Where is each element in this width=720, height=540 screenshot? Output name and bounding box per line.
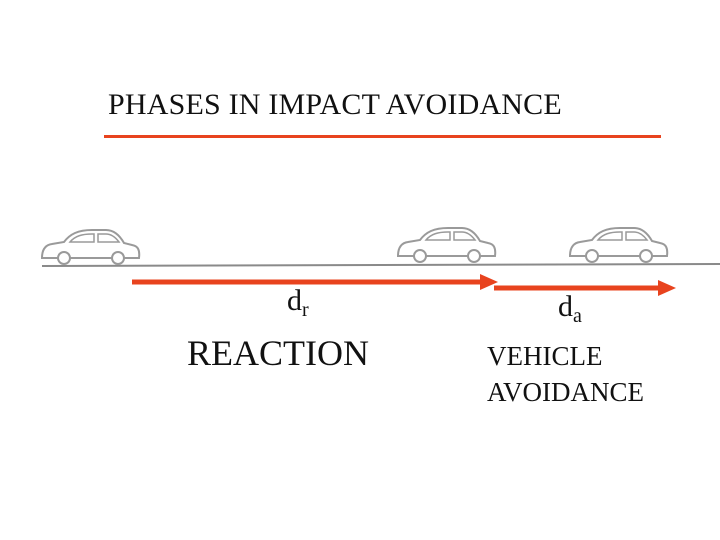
avoidance-phase-line1: VEHICLE [487,341,603,371]
avoidance-distance-subscript: a [573,305,582,327]
reaction-phase-label: REACTION [187,333,369,373]
reaction-distance-label: dr [287,284,309,322]
road-line [41,263,720,267]
reaction-distance-subscript: r [302,299,309,321]
avoidance-distance-arrow [494,280,676,296]
reaction-distance-symbol: d [287,284,302,317]
avoidance-distance-symbol: d [558,290,573,323]
diagram-title: PHASES IN IMPACT AVOIDANCE [108,88,562,121]
reaction-distance-arrow [132,274,498,290]
avoidance-distance-label: da [558,290,582,328]
car-icon-end [569,227,669,263]
car-icon-start [41,229,141,265]
avoidance-phase-label: VEHICLE AVOIDANCE [487,338,644,410]
car-icon-middle [397,227,497,263]
avoidance-phase-line2: AVOIDANCE [487,377,645,407]
title-underline [104,135,661,138]
